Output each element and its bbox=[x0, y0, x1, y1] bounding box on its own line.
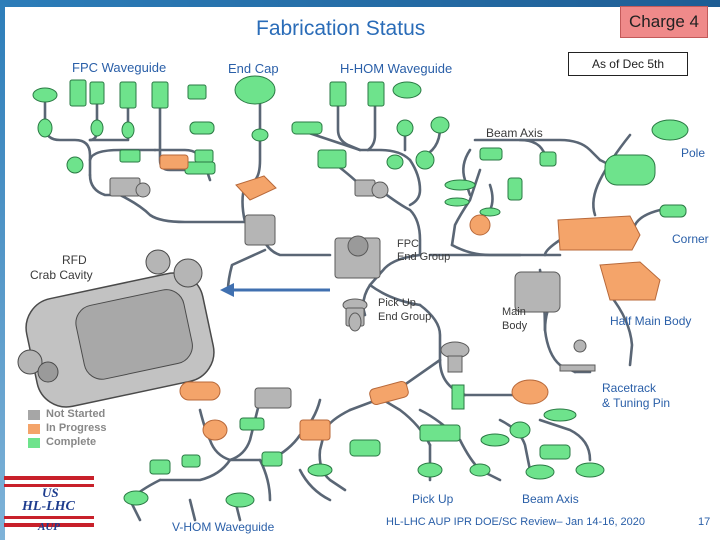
label-vhom-waveguide: V-HOM Waveguide bbox=[172, 520, 275, 534]
fpc-inprogress-parts bbox=[159, 154, 189, 170]
legend-label-complete: Complete bbox=[46, 436, 97, 448]
end-cap-parts bbox=[109, 75, 277, 246]
label-pickup-end-group-line1: Pick Up bbox=[378, 297, 416, 309]
logo-line-aup: AUP bbox=[37, 521, 60, 532]
hl-lhc-aup-logo: US HL-LHC AUP bbox=[4, 476, 94, 532]
assembly-arrow bbox=[220, 283, 330, 297]
label-end-cap: End Cap bbox=[228, 61, 279, 76]
label-half-main-body: Half Main Body bbox=[610, 314, 692, 328]
label-main-body-line1: Main bbox=[502, 306, 526, 318]
label-fpc-waveguide: FPC Waveguide bbox=[72, 60, 167, 75]
hhom-other-parts bbox=[354, 179, 661, 372]
label-tuning-pin: & Tuning Pin bbox=[602, 396, 671, 410]
label-main-body-line2: Body bbox=[502, 320, 528, 332]
label-corner: Corner bbox=[672, 232, 709, 246]
label-fpc-end-group-line1: FPC bbox=[397, 238, 419, 250]
logo-line-us: US bbox=[42, 485, 59, 500]
legend-swatch-not-started bbox=[28, 410, 40, 420]
page-title: Fabrication Status bbox=[256, 17, 426, 40]
footer-text: HL-LHC AUP IPR DOE/SC Review– Jan 14-16,… bbox=[386, 516, 646, 528]
label-hhom-waveguide: H-HOM Waveguide bbox=[340, 61, 453, 76]
end-group-parts bbox=[334, 235, 381, 332]
label-pick-up: Pick Up bbox=[412, 492, 454, 506]
label-racetrack: Racetrack bbox=[602, 381, 657, 395]
label-crab-cavity: Crab Cavity bbox=[30, 268, 93, 282]
label-rfd: RFD bbox=[62, 253, 87, 267]
left-accent-bar bbox=[0, 0, 5, 540]
charge-badge: Charge 4 bbox=[620, 6, 708, 38]
rfd-crab-cavity bbox=[17, 249, 215, 408]
hhom-waveguide-parts bbox=[291, 81, 689, 218]
label-fpc-end-group-line2: End Group bbox=[397, 251, 451, 263]
label-pickup-end-group-line2: End Group bbox=[378, 311, 432, 323]
logo-line-hllhc: HL-LHC bbox=[21, 499, 76, 514]
legend-label-in-progress: In Progress bbox=[46, 422, 107, 434]
label-beam-axis-bottom: Beam Axis bbox=[522, 492, 579, 506]
label-pole: Pole bbox=[681, 146, 706, 160]
fpc-waveguide-parts bbox=[32, 79, 216, 175]
legend-swatch-complete bbox=[28, 438, 40, 448]
pickup-parts bbox=[179, 341, 549, 441]
as-of-date-box: As of Dec 5th bbox=[568, 52, 688, 76]
legend-label-not-started: Not Started bbox=[46, 408, 106, 420]
page-number: 17 bbox=[698, 516, 711, 528]
legend-swatch-in-progress bbox=[28, 424, 40, 434]
complete-small-parts bbox=[123, 408, 605, 508]
label-beam-axis-top: Beam Axis bbox=[486, 126, 543, 140]
top-accent-bar bbox=[0, 0, 720, 7]
